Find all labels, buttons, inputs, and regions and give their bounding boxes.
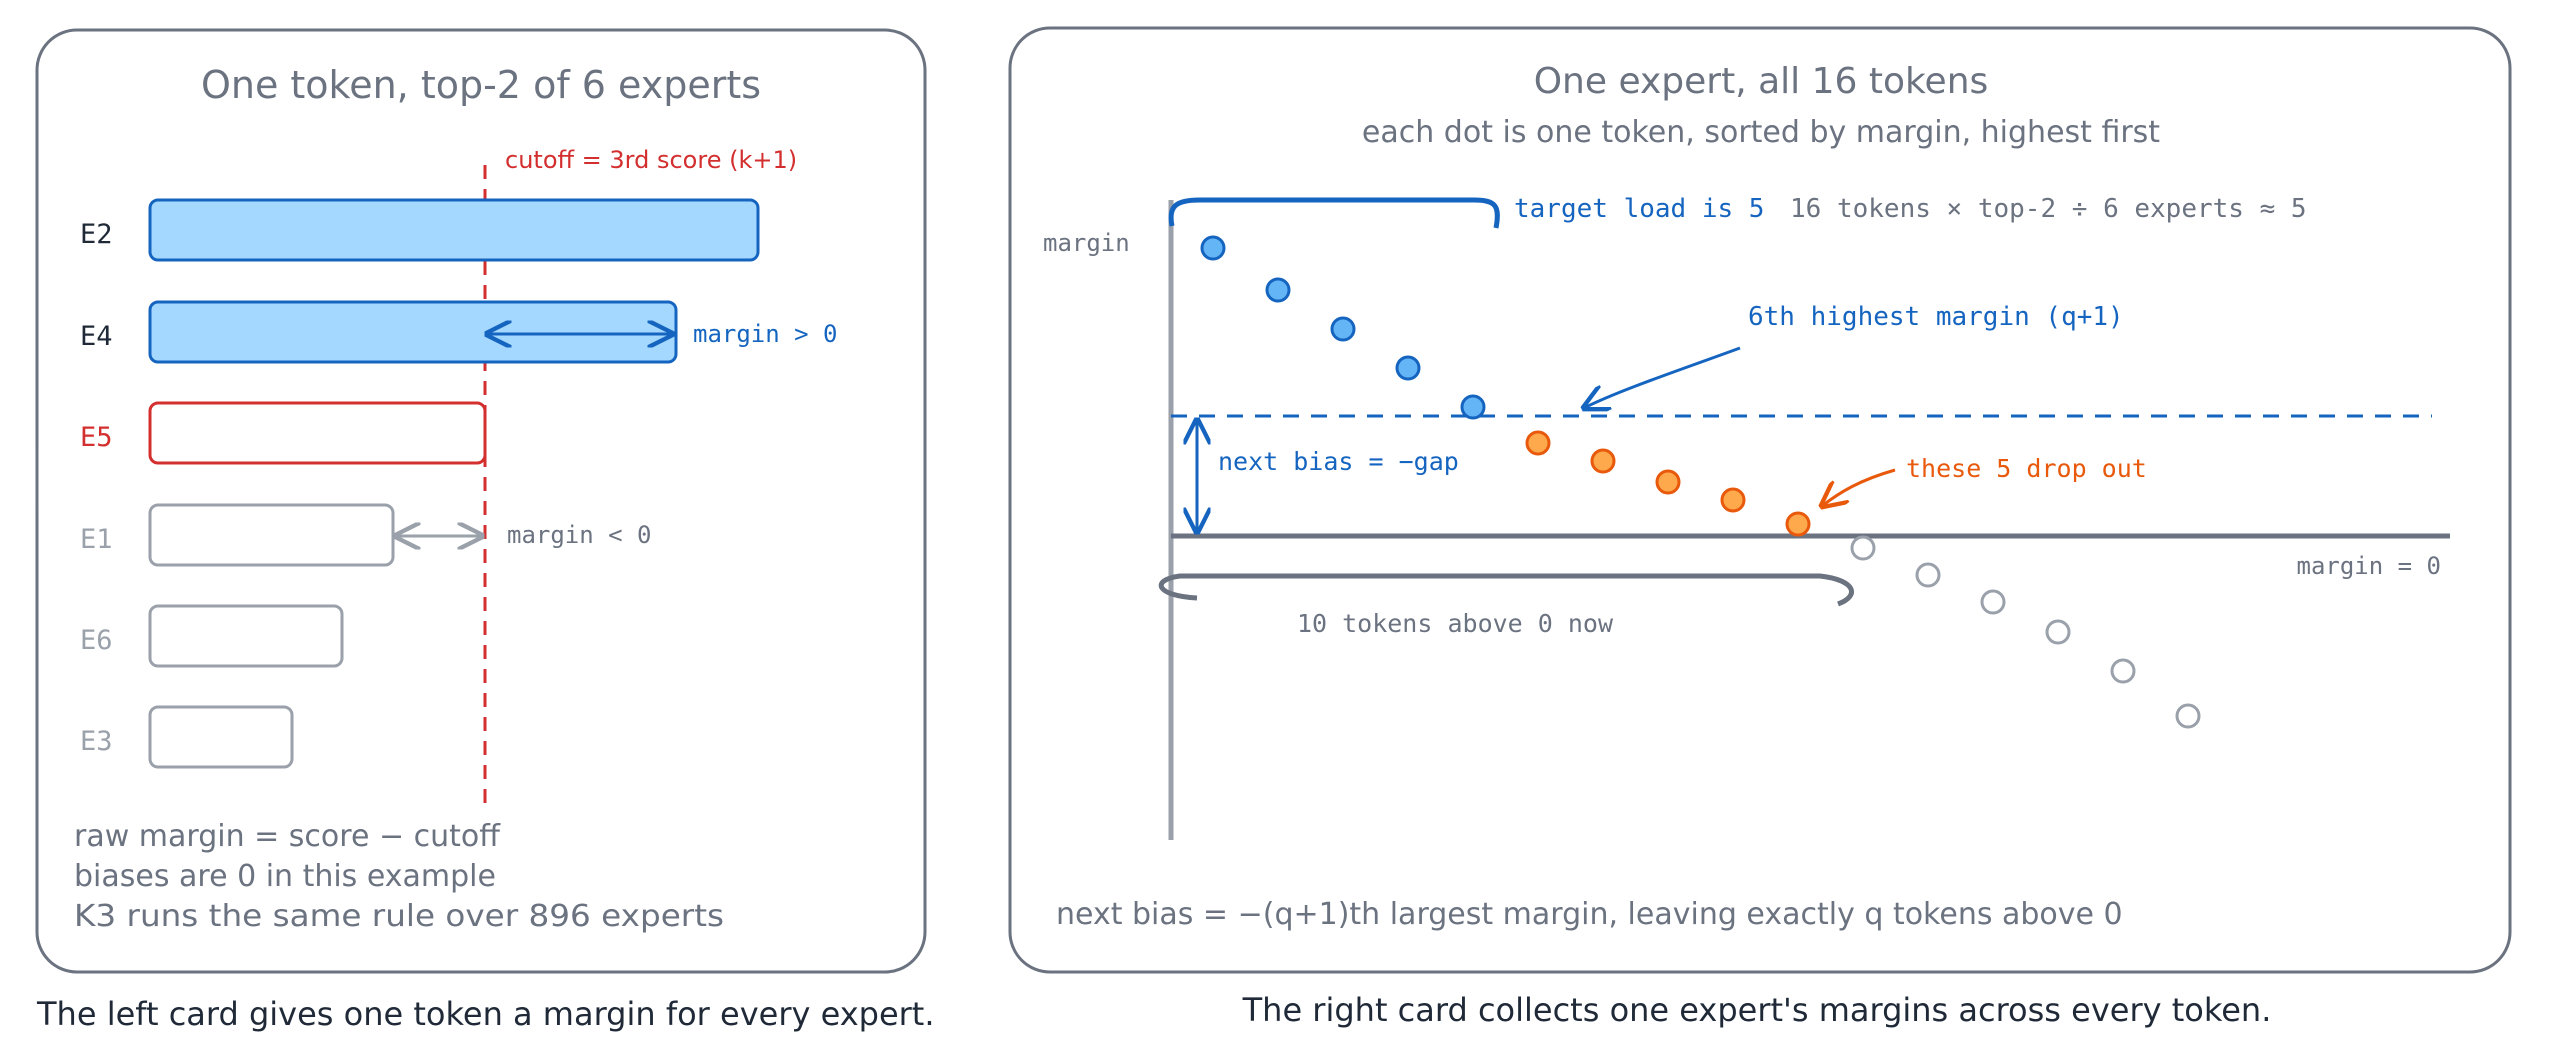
right-card: One expert, all 16 tokens each dot is on… (1008, 26, 2512, 974)
right-card-title: One expert, all 16 tokens (1534, 61, 1989, 102)
token-dot-13 (1980, 589, 2006, 615)
right-card-subtitle: each dot is one token, sorted by margin,… (1362, 115, 2160, 150)
margin-negative-label: margin < 0 (507, 521, 652, 549)
target-load-formula: 16 tokens × top-2 ÷ 6 experts ≈ 5 (1790, 194, 2307, 224)
token-dot-6 (1525, 430, 1551, 456)
note-biases: biases are 0 in this example (74, 859, 496, 894)
zero-label: margin = 0 (2297, 552, 2442, 580)
note-raw-margin: raw margin = score − cutoff (74, 819, 501, 854)
margin-positive-label: margin > 0 (693, 320, 838, 348)
token-dot-2 (1265, 277, 1291, 303)
expert-label-e1: E1 (80, 524, 113, 555)
expert-label-e5: E5 (80, 422, 113, 453)
left-card-title: One token, top-2 of 6 experts (201, 63, 761, 107)
above-zero-label: 10 tokens above 0 now (1297, 609, 1614, 638)
token-dot-16 (2175, 703, 2201, 729)
target-load-label: target load is 5 (1514, 194, 1764, 224)
expert-label-e6: E6 (80, 625, 113, 656)
expert-bar-e6 (148, 604, 344, 668)
expert-bar-e1 (148, 503, 395, 567)
right-card-frame (1008, 26, 2512, 974)
drop-out-label: these 5 drop out (1906, 454, 2147, 483)
token-dot-4 (1395, 355, 1421, 381)
token-dot-5 (1460, 394, 1486, 420)
expert-label-e3: E3 (80, 726, 113, 757)
expert-bar-e2 (148, 198, 760, 262)
token-dot-1 (1200, 235, 1226, 261)
token-dot-9 (1720, 487, 1746, 513)
token-dots (1200, 235, 2201, 729)
left-card: One token, top-2 of 6 experts cutoff = 3… (35, 28, 927, 974)
qplus1-label: 6th highest margin (q+1) (1748, 302, 2124, 332)
right-card-footer-note: next bias = −(q+1)th largest margin, lea… (1056, 897, 2123, 932)
token-dot-14 (2045, 619, 2071, 645)
expert-label-e2: E2 (80, 219, 113, 250)
caption-right: The right card collects one expert's mar… (1242, 991, 2272, 1029)
token-dot-8 (1655, 469, 1681, 495)
token-dot-10 (1785, 511, 1811, 537)
expert-label-e4: E4 (80, 321, 113, 352)
expert-bar-e3 (148, 705, 294, 769)
token-dot-11 (1850, 535, 1876, 561)
above-zero-brace (1158, 573, 1854, 607)
caption-left: The left card gives one token a margin f… (36, 995, 935, 1033)
qplus1-pointer-arrow (1584, 346, 1741, 408)
token-dot-7 (1590, 448, 1616, 474)
cutoff-label: cutoff = 3rd score (k+1) (505, 146, 797, 174)
expert-bar-e4 (148, 300, 678, 364)
token-dot-15 (2110, 658, 2136, 684)
note-k3: K3 runs the same rule over 896 experts (74, 899, 724, 934)
token-dot-12 (1915, 562, 1941, 588)
next-bias-label: next bias = −gap (1218, 447, 1459, 476)
token-dot-3 (1330, 316, 1356, 342)
drop-out-pointer-arrow (1822, 468, 1896, 506)
y-axis-label: margin (1043, 229, 1130, 257)
expert-bar-e5 (148, 401, 487, 465)
target-load-brace (1168, 197, 1500, 229)
